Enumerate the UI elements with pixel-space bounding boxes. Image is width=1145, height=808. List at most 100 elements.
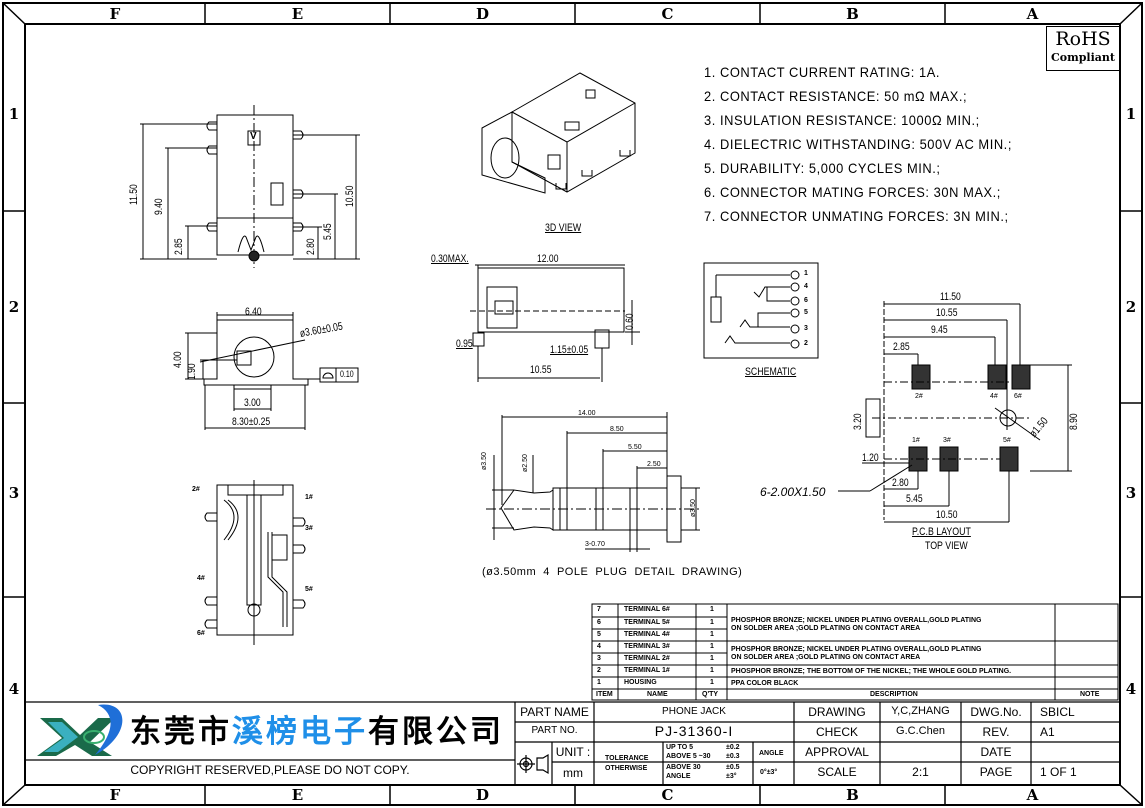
rev-value: A1 xyxy=(1040,725,1055,739)
dim-pcb-3-20: 3.20 xyxy=(852,413,864,430)
flatness-tolerance: 0.10 xyxy=(340,369,354,379)
zone-label-4: 4 xyxy=(8,680,20,698)
company-name-suffix: 有限公司 xyxy=(368,714,504,750)
drawing-value: Y,C,ZHANG xyxy=(891,705,950,717)
bottom-terminal-2: 2# xyxy=(192,486,200,493)
page-label: PAGE xyxy=(979,765,1013,779)
pcb-pad-5: 5# xyxy=(1003,437,1011,444)
dim-end-6-40: 6.40 xyxy=(245,306,262,318)
schematic-pin-5: 5 xyxy=(804,309,808,316)
part-no-label: PART NO. xyxy=(531,725,578,736)
three-d-view-caption: 3D VIEW xyxy=(545,222,582,234)
bom-item: 5 xyxy=(597,631,601,638)
dim-pcb-8-90: 8.90 xyxy=(1068,413,1080,430)
bom-name: TERMINAL 1# xyxy=(624,667,670,674)
zone-label-b: B xyxy=(846,5,859,23)
bom-qty: 1 xyxy=(710,655,714,662)
bom-desc: ON SOLDER AREA ;GOLD PLATING ON CONTACT … xyxy=(731,625,921,632)
bom-qty: 1 xyxy=(710,606,714,613)
dim-pcb-2-80: 2.80 xyxy=(892,477,909,489)
spec-line-6: 6. CONNECTOR MATING FORCES: 30N MAX.; xyxy=(704,184,1001,200)
scale-value: 2:1 xyxy=(912,765,929,779)
bom-item: 2 xyxy=(597,667,601,674)
schematic-pin-6: 6 xyxy=(804,297,808,304)
zone-label-d-bottom: D xyxy=(475,786,489,804)
three-d-view xyxy=(481,72,636,194)
company-name: 东莞市溪榜电子有限公司 xyxy=(130,706,504,751)
pcb-subcaption: TOP VIEW xyxy=(925,540,968,552)
bom-qty: 1 xyxy=(710,667,714,674)
dim-front-9-40: 9.40 xyxy=(153,198,165,215)
bottom-terminal-3: 3# xyxy=(305,525,313,532)
bom-desc: PPA COLOR BLACK xyxy=(731,680,799,687)
bom-desc: PHOSPHOR BRONZE; NICKEL UNDER PLATING OV… xyxy=(731,617,982,624)
check-label: CHECK xyxy=(815,725,858,739)
end-view xyxy=(185,312,359,430)
schematic-pin-1: 1 xyxy=(804,270,808,277)
tol-value-1: ±0.2 xyxy=(726,744,740,751)
dim-side-12-00: 12.00 xyxy=(537,253,559,265)
dim-plug-rings: 3-0.70 xyxy=(585,541,605,548)
dim-plug-14-00: 14.00 xyxy=(578,410,596,417)
bom-name: TERMINAL 4# xyxy=(624,631,670,638)
dwg-no-label: DWG.No. xyxy=(970,705,1022,719)
schematic-pin-3: 3 xyxy=(804,325,808,332)
zone-label-f-bottom: F xyxy=(109,786,121,804)
tolerance-label-2: OTHERWISE xyxy=(605,765,648,772)
pcb-pad-callout: 6-2.00X1.50 xyxy=(760,485,826,499)
zone-label-3-right: 3 xyxy=(1125,484,1137,502)
tol-range-3: ABOVE 30 xyxy=(666,764,701,771)
dim-plug-2-50: 2.50 xyxy=(647,461,661,468)
dim-side-10-55: 10.55 xyxy=(530,364,552,376)
bom-name: TERMINAL 5# xyxy=(624,619,670,626)
bom-qty: 1 xyxy=(710,619,714,626)
pcb-pad-1: 1# xyxy=(912,437,920,444)
tol-value-4: ±3° xyxy=(726,773,737,780)
zone-label-3: 3 xyxy=(8,484,20,502)
dim-front-10-50: 10.50 xyxy=(344,185,356,207)
plug-caption: (ø3.50mm 4 POLE PLUG DETAIL DRAWING) xyxy=(482,566,743,578)
zone-label-c: C xyxy=(661,5,674,23)
bom-desc: ON SOLDER AREA ;GOLD PLATING ON CONTACT … xyxy=(731,654,921,661)
dim-front-2-80: 2.80 xyxy=(305,238,317,255)
dim-side-0-60: 0.60 xyxy=(624,313,636,330)
zone-label-1: 1 xyxy=(8,105,20,123)
spec-line-1: 1. CONTACT CURRENT RATING: 1A. xyxy=(704,64,941,80)
dim-pcb-2-85: 2.85 xyxy=(893,341,910,353)
zone-label-a: A xyxy=(1026,5,1039,23)
bom-item: 4 xyxy=(597,643,601,650)
rohs-title: RoHS xyxy=(1055,28,1111,50)
part-no-value: PJ-31360-I xyxy=(654,723,734,739)
bom-header-description: DESCRIPTION xyxy=(870,691,918,698)
page-value: 1 OF 1 xyxy=(1040,765,1077,779)
dwg-no-value: SBICL xyxy=(1040,705,1075,719)
copyright-notice: COPYRIGHT RESERVED,PLEASE DO NOT COPY. xyxy=(130,763,410,777)
dim-plug-8-50: 8.50 xyxy=(610,426,624,433)
rohs-badge: RoHS Compliant xyxy=(1046,26,1120,71)
dim-side-0-95: 0.95 xyxy=(456,338,473,350)
dim-front-11-50: 11.50 xyxy=(128,184,140,205)
title-block-grid xyxy=(25,701,1120,785)
dim-front-2-85: 2.85 xyxy=(173,238,185,255)
pcb-pad-6: 6# xyxy=(1014,393,1022,400)
dim-end-3-00: 3.00 xyxy=(244,397,261,409)
schematic-pin-2: 2 xyxy=(804,340,808,347)
dim-end-4-00: 4.00 xyxy=(172,351,184,368)
side-view xyxy=(470,264,640,382)
pcb-pad-2: 2# xyxy=(915,393,923,400)
bom-header-note: NOTE xyxy=(1080,691,1100,698)
dim-pcb-1-20: 1.20 xyxy=(862,452,879,464)
bom-name: TERMINAL 2# xyxy=(624,655,670,662)
schematic-caption: SCHEMATIC xyxy=(745,366,797,378)
plug-drawing xyxy=(486,412,700,552)
dim-end-1-90: 1.90 xyxy=(186,363,198,380)
bom-header-qty: Q'TY xyxy=(702,691,719,698)
unit-value: mm xyxy=(563,766,583,780)
pcb-layout xyxy=(838,301,1072,523)
bottom-terminal-4: 4# xyxy=(197,575,205,582)
spec-line-5: 5. DURABILITY: 5,000 CYCLES MIN.; xyxy=(704,160,941,176)
bom-desc: PHOSPHOR BRONZE; NICKEL UNDER PLATING OV… xyxy=(731,646,982,653)
zone-label-2-right: 2 xyxy=(1125,298,1137,316)
